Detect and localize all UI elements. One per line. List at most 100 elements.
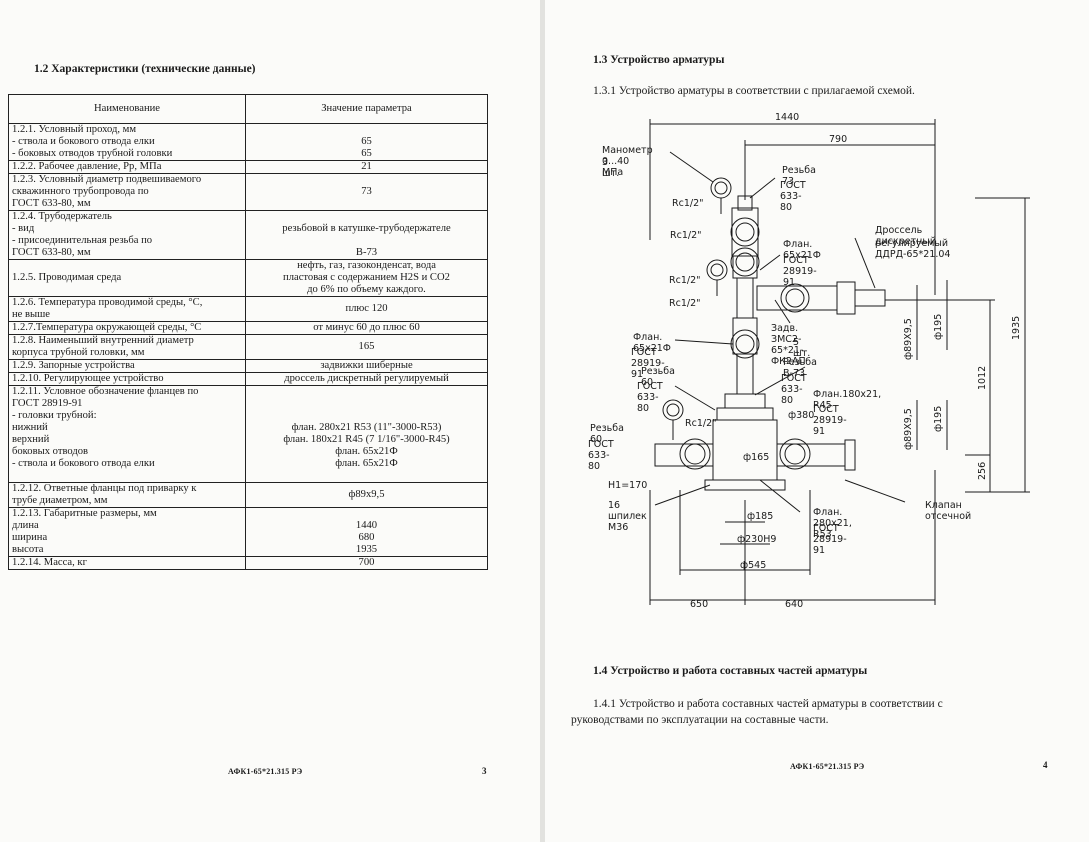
cell-line: дроссель дискретный регулируемый	[284, 373, 449, 384]
page-number: 3	[482, 766, 487, 776]
table-cell-name: 1.2.4. Трубодержатель - вид - присоедини…	[8, 210, 246, 260]
paragraph-1-4-1-line1: 1.4.1 Устройство и работа составных част…	[593, 698, 943, 710]
cell-line: 1.2.9. Запорные устройства	[12, 360, 135, 371]
label-rc-5: Rc1/2"	[685, 418, 717, 429]
label-gost-633-a: ГОСТ 633-80	[780, 180, 806, 213]
cell-line: ГОСТ 28919-91	[12, 398, 83, 409]
cell-line: флан. 280х21 R53 (11"-3000-R53)	[291, 422, 442, 433]
section-heading-1-4: 1.4 Устройство и работа составных частей…	[593, 665, 868, 677]
label-gost-28919-b: ГОСТ 28919-91	[631, 347, 665, 380]
page-gutter	[540, 0, 545, 842]
label-dia-195-1: ф195	[933, 313, 944, 340]
cell-line: 1.2.2. Рабочее давление, Pp, МПа	[12, 161, 162, 172]
table-cell-value: 165	[245, 334, 488, 360]
label-gost-28919-d: ГОСТ 28919-91	[813, 523, 847, 556]
cell-line	[249, 211, 484, 223]
cell-line: - головки трубной:	[12, 410, 97, 421]
cell-line: резьбовой в катушке-трубодержателе	[282, 223, 451, 234]
cell-line: не выше	[12, 309, 50, 320]
table-cell-value: флан. 280х21 R53 (11"-3000-R53)флан. 180…	[245, 385, 488, 483]
table-cell-name: 1.2.9. Запорные устройства	[8, 359, 246, 373]
cell-line: 1.2.7.Температура окружающей среды, °С	[12, 322, 202, 333]
table-cell-name: 1.2.6. Температура проводимой среды, °С,…	[8, 296, 246, 322]
label-pipe-1: ф89Х9,5	[903, 318, 914, 360]
label-thread-60-b: Резьба 60	[590, 423, 624, 445]
label-gost-633-b: ГОСТ 633-80	[781, 373, 807, 406]
dim-label-790: 790	[829, 134, 848, 145]
wellhead-drawing	[649, 119, 1030, 605]
label-valve-qty: 5 шт.	[793, 337, 811, 359]
table-cell-value: 700	[245, 556, 488, 570]
cell-line: нижний	[12, 422, 48, 433]
cell-line: флан. 180х21 R45 (7 1/16"-3000-R45)	[283, 434, 450, 445]
label-dim-650: 650	[690, 599, 709, 610]
cell-line: пластовая с содержанием H2S и CO2	[283, 272, 450, 283]
label-gost-633-d: ГОСТ 633-80	[588, 439, 614, 472]
cell-line: 65	[361, 148, 372, 159]
label-dim-256: 256	[977, 461, 988, 480]
label-h-170: Н1=170	[608, 480, 648, 491]
label-studs: 16 шпилек М36	[608, 500, 647, 533]
label-rc-1: Rc1/2"	[672, 198, 704, 209]
table-cell-name: 1.2.13. Габаритные размеры, мм длина шир…	[8, 507, 246, 557]
dim-label-1440: 1440	[775, 112, 800, 123]
cell-line	[249, 470, 484, 482]
cell-line: флан. 65х21Ф	[335, 458, 398, 469]
table-row: 1.2.3. Условный диаметр подвешиваемого с…	[8, 173, 488, 211]
table-cell-name: 1.2.10. Регулирующее устройство	[8, 372, 246, 386]
label-manometer-qty: 3 шт.	[602, 157, 620, 179]
cell-line: нефть, газ, газоконденсат, вода	[297, 260, 436, 271]
cell-line: ГОСТ 633-80, мм	[12, 247, 91, 258]
table-cell-name: 1.2.7.Температура окружающей среды, °С	[8, 321, 246, 335]
label-dia-165: ф165	[743, 452, 770, 463]
cell-line: плюс 120	[345, 303, 388, 314]
table-header-value: Значение параметра	[245, 94, 488, 124]
label-thread-b73: Резьба В-73	[783, 357, 817, 379]
cell-line: трубе диаметром, мм	[12, 495, 108, 506]
cell-line: - боковых отводов трубной головки	[12, 148, 173, 159]
label-dia-195-2: ф195	[933, 405, 944, 432]
label-choke-1: Дроссель дискретный	[875, 225, 936, 247]
cell-line: верхний	[12, 434, 50, 445]
cell-line: 1.2.6. Температура проводимой среды, °С,	[12, 297, 203, 308]
table-cell-name: 1.2.1. Условный проход, мм - ствола и бо…	[8, 123, 246, 161]
cell-line	[249, 508, 484, 520]
cell-line: ширина	[12, 532, 48, 543]
label-check-valve: Клапан отсечной	[925, 500, 972, 522]
table-row: 1.2.4. Трубодержатель - вид - присоедини…	[8, 210, 488, 260]
cell-line: 65	[361, 136, 372, 147]
table-cell-value: дроссель дискретный регулируемый	[245, 372, 488, 386]
table-cell-value: 73	[245, 173, 488, 211]
spec-table: Наименование Значение параметра 1.2.1. У…	[8, 94, 488, 570]
label-rc-2: Rc1/2"	[670, 230, 702, 241]
cell-line: боковых отводов	[12, 446, 89, 457]
left-page: 1.2 Характеристики (технические данные) …	[0, 0, 540, 842]
page-number-right: 4	[1043, 760, 1048, 770]
cell-line	[12, 470, 242, 482]
table-cell-name: 1.2.14. Масса, кг	[8, 556, 246, 570]
cell-line	[249, 386, 484, 398]
label-choke-2: регулируемый ДДРД-65*21.04	[875, 238, 951, 260]
paragraph-1-4-1-line2: руководствами по эксплуатации на составн…	[571, 714, 829, 726]
footer-doc-code-right: АФК1-65*21.315 РЭ	[790, 762, 865, 771]
cell-line: 1.2.8. Наименьший внутренний диаметр	[12, 335, 194, 346]
cell-line	[249, 124, 484, 136]
cell-line: 1.2.11. Условное обозначение фланцев по	[12, 386, 199, 397]
label-dim-640: 640	[785, 599, 804, 610]
table-cell-name: 1.2.2. Рабочее давление, Pp, МПа	[8, 160, 246, 174]
section-heading-1-2: 1.2 Характеристики (технические данные)	[34, 63, 256, 75]
table-row: 1.2.13. Габаритные размеры, мм длина шир…	[8, 507, 488, 557]
table-row: 1.2.10. Регулирующее устройство дроссель …	[8, 372, 488, 386]
cell-line: В-73	[355, 247, 378, 258]
cell-line: - ствола и бокового отвода елки	[12, 458, 155, 469]
label-pipe-2: ф89Х9,5	[903, 408, 914, 450]
label-flange-180: Флан.180х21, R45	[813, 389, 882, 411]
label-rc-3: Rc1/2"	[669, 275, 701, 286]
table-cell-value: 21	[245, 160, 488, 174]
cell-line: 1.2.14. Масса, кг	[12, 557, 87, 568]
